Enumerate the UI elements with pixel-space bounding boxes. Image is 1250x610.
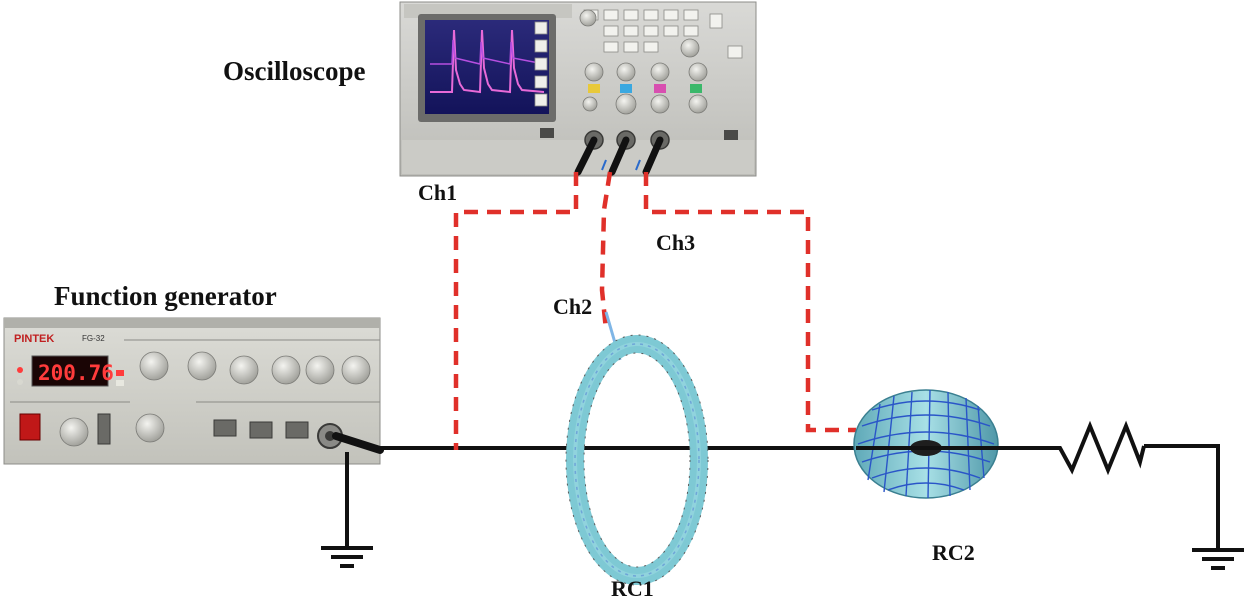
fgen-model: FG-32	[82, 334, 105, 343]
scope-screen	[425, 20, 549, 114]
fgen-display-value: 200.76	[38, 361, 114, 385]
rc1-label: RC1	[611, 576, 654, 601]
resistor-icon	[1050, 420, 1146, 476]
function-generator-label: Function generator	[54, 281, 277, 311]
fgen-display	[31, 355, 109, 387]
return-wire-right	[1144, 444, 1220, 550]
oscilloscope-device-icon	[399, 1, 757, 177]
probe-wire-ch1	[453, 172, 579, 450]
probe-wire-ch3	[643, 172, 856, 433]
function-generator-device-icon: PINTEK FG-32 200.76	[3, 317, 384, 465]
rc2-label: RC2	[932, 540, 975, 565]
circuit-wires	[345, 444, 1220, 550]
probe-wires	[453, 172, 856, 450]
fgen-brand: PINTEK	[14, 333, 54, 345]
rc2-coil	[853, 389, 999, 499]
ground-symbol-icon	[321, 546, 373, 568]
ch1-label: Ch1	[418, 180, 458, 205]
scope-waveform	[430, 29, 545, 94]
ch3-label: Ch3	[656, 230, 696, 255]
probe-wire-ch2	[599, 171, 613, 331]
oscilloscope-label: Oscilloscope	[223, 56, 366, 86]
ground-symbol-icon	[1192, 548, 1244, 570]
ch2-label: Ch2	[553, 294, 593, 319]
rc1-coil	[565, 334, 709, 586]
